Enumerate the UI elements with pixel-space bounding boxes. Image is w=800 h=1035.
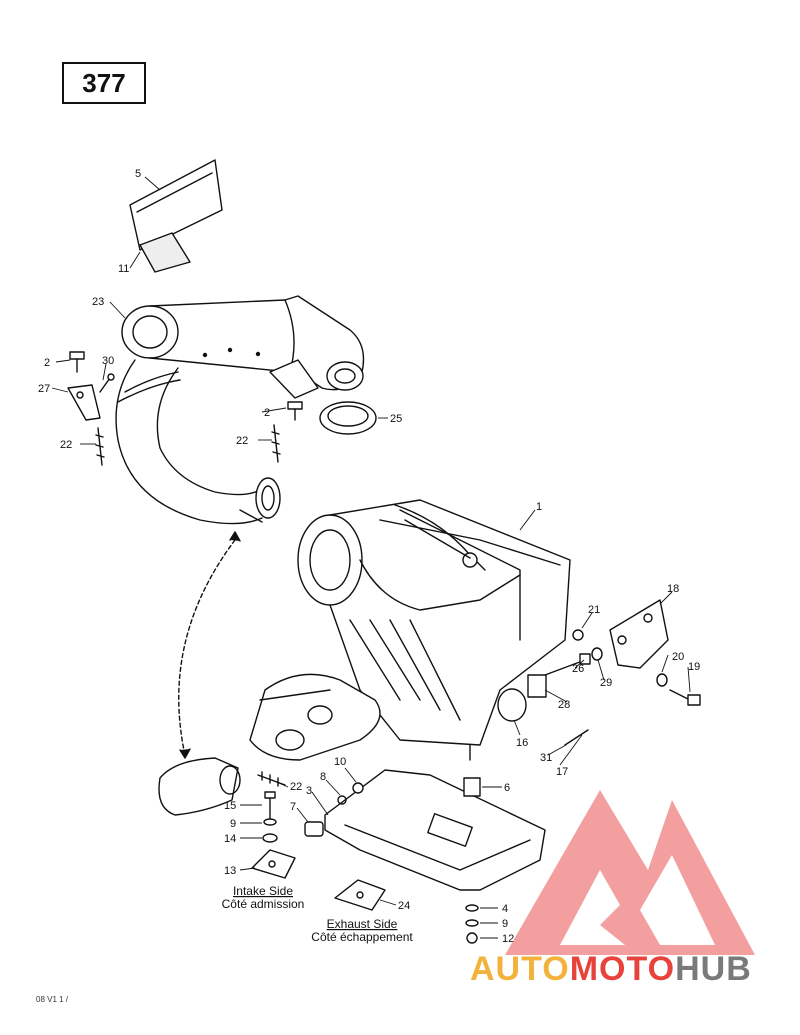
callout-9-left: 9 bbox=[230, 818, 236, 830]
stud-part-26 bbox=[544, 653, 591, 676]
bolt-part-2-right bbox=[287, 401, 303, 421]
callout-2-right: 2 bbox=[264, 407, 270, 419]
callout-27: 27 bbox=[38, 383, 50, 395]
gasket-part-25 bbox=[319, 401, 377, 435]
page-number-box: 377 bbox=[62, 62, 146, 104]
callout-10: 10 bbox=[334, 756, 346, 768]
exhaust-pipe bbox=[115, 359, 281, 525]
bolt-part-19 bbox=[669, 689, 701, 706]
callout-28: 28 bbox=[558, 699, 570, 711]
callout-12: 12 bbox=[502, 933, 514, 945]
callout-31: 31 bbox=[540, 752, 552, 764]
washer-part-4 bbox=[465, 904, 479, 912]
callout-19: 19 bbox=[688, 661, 700, 673]
callout-15: 15 bbox=[224, 800, 236, 812]
exhaust-side-caption-fr: Côté échappement bbox=[311, 930, 413, 944]
bracket-part-27 bbox=[67, 384, 101, 421]
decal-part-11 bbox=[139, 232, 191, 273]
callout-22-left: 22 bbox=[60, 439, 72, 451]
callout-14: 14 bbox=[224, 833, 236, 845]
callout-25: 25 bbox=[390, 413, 402, 425]
spring-part-22-left bbox=[95, 427, 105, 466]
washer-part-9-right bbox=[465, 919, 479, 927]
bolt-part-31 bbox=[564, 729, 589, 746]
exhaust-side-caption: Exhaust Side bbox=[327, 917, 398, 931]
bracket-part-13 bbox=[251, 849, 296, 879]
bolt-part-30 bbox=[99, 373, 115, 393]
brand-wordmark: AUTOMOTOHUB bbox=[470, 950, 752, 988]
intake-side-caption: Intake Side bbox=[233, 884, 293, 898]
callout-18: 18 bbox=[667, 583, 679, 595]
nut-part-21 bbox=[572, 629, 584, 641]
washer-part-20 bbox=[656, 673, 668, 687]
callout-29: 29 bbox=[600, 677, 612, 689]
reference-code: 08 V1 1 / bbox=[36, 995, 69, 1004]
callout-21: 21 bbox=[588, 604, 600, 616]
callout-16: 16 bbox=[516, 737, 528, 749]
callout-17: 17 bbox=[556, 766, 568, 778]
washer-part-14 bbox=[262, 833, 278, 843]
block-part-28 bbox=[527, 674, 547, 698]
callout-11: 11 bbox=[118, 263, 129, 275]
connection-arrow bbox=[178, 531, 241, 759]
callout-13: 13 bbox=[224, 865, 236, 877]
callout-6: 6 bbox=[504, 782, 510, 794]
bracket-part-24 bbox=[334, 879, 386, 911]
bolt-part-15 bbox=[264, 791, 276, 819]
callout-24: 24 bbox=[398, 900, 410, 912]
intake-side-caption-fr: Côté admission bbox=[222, 897, 305, 911]
washer-part-9-left bbox=[263, 818, 277, 826]
engine-support-plate-part-3 bbox=[324, 769, 546, 891]
bracket-part-18 bbox=[609, 599, 669, 669]
nut-part-12 bbox=[466, 932, 478, 944]
washer-part-29 bbox=[591, 647, 603, 661]
callout-8: 8 bbox=[320, 771, 326, 783]
muffler-part-23 bbox=[121, 295, 365, 399]
callout-22-lower: 22 bbox=[290, 781, 302, 793]
rubber-mount-part-7 bbox=[304, 821, 324, 837]
callout-7: 7 bbox=[290, 801, 296, 813]
callout-2-left: 2 bbox=[44, 357, 50, 369]
callout-5: 5 bbox=[135, 168, 141, 180]
callout-20: 20 bbox=[672, 651, 684, 663]
callout-26: 26 bbox=[572, 663, 584, 675]
callout-22-mid: 22 bbox=[236, 435, 248, 447]
bolt-part-2 bbox=[69, 351, 85, 373]
washer-part-8 bbox=[337, 795, 347, 805]
callout-23: 23 bbox=[92, 296, 104, 308]
decal-part-5 bbox=[129, 159, 223, 251]
callout-9-right: 9 bbox=[502, 918, 508, 930]
spring-part-22-mid bbox=[271, 424, 281, 463]
mount-part-6 bbox=[463, 777, 481, 797]
callout-30: 30 bbox=[102, 355, 114, 367]
callout-4: 4 bbox=[502, 903, 508, 915]
brand-logo-mark bbox=[505, 790, 755, 955]
callout-1: 1 bbox=[536, 501, 542, 513]
exhaust-elbow bbox=[158, 757, 241, 816]
callout-3: 3 bbox=[306, 785, 312, 797]
intake-manifold bbox=[249, 673, 381, 761]
nut-part-10 bbox=[352, 782, 364, 794]
